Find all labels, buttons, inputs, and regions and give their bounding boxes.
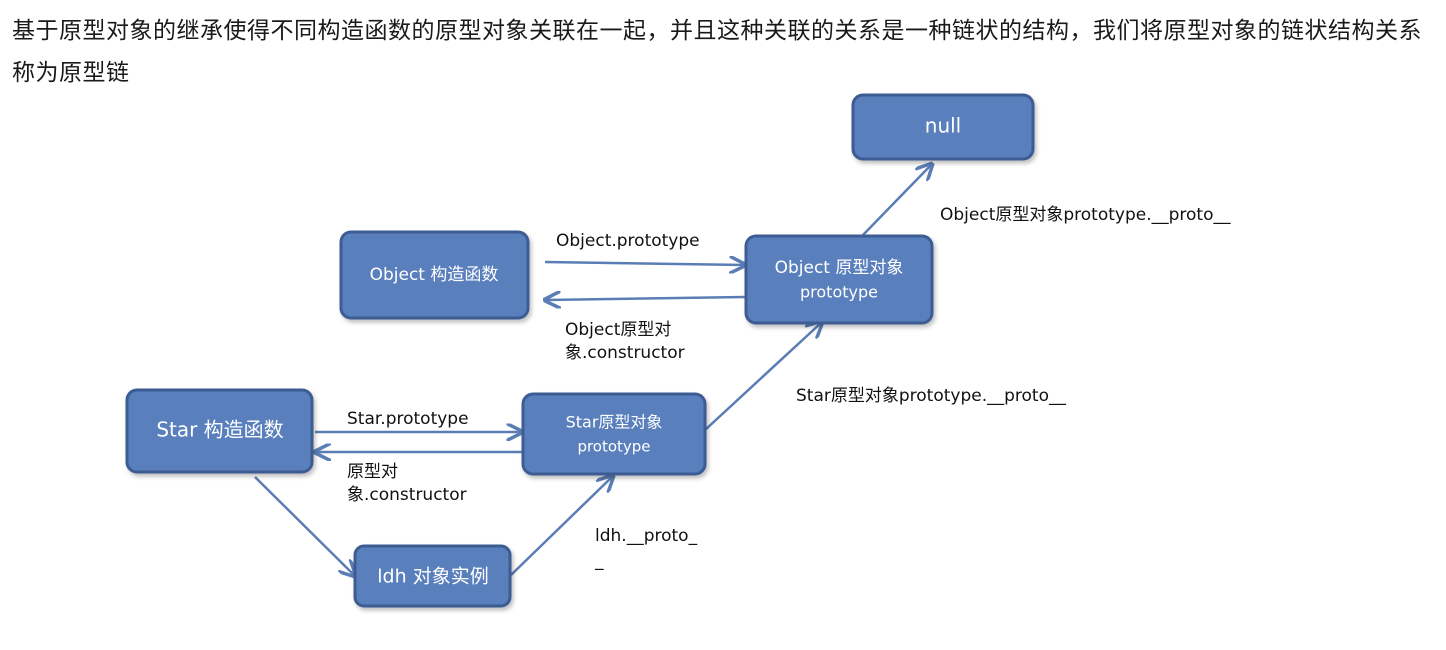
edge-ldh-to-star-proto <box>510 476 613 576</box>
node-ldh-instance: ldh 对象实例 <box>353 544 512 608</box>
edges <box>254 164 932 576</box>
node-star-prototype-sublabel: prototype <box>577 438 650 456</box>
node-star-constructor-label: Star 构造函数 <box>156 418 283 442</box>
label-object-proto-proto: Object原型对象prototype.__proto__ <box>940 205 1231 225</box>
label-ldh-proto-line1: ldh.__proto_ <box>595 526 698 546</box>
label-ldh-proto-line2: _ <box>594 551 604 571</box>
node-object-prototype-sublabel: prototype <box>800 283 878 302</box>
edge-labels: Object原型对象prototype.__proto__ Object.pro… <box>347 205 1231 571</box>
label-object-constructor-line1: Object原型对 <box>565 320 671 340</box>
node-star-prototype-label: Star原型对象 <box>566 413 663 432</box>
label-star-prototype: Star.prototype <box>347 409 469 429</box>
node-star-constructor: Star 构造函数 <box>125 388 314 474</box>
edge-object-ctor-to-proto <box>544 262 745 265</box>
node-null: null <box>851 93 1035 161</box>
node-object-constructor: Object 构造函数 <box>339 230 530 320</box>
label-star-constructor-line1: 原型对 <box>347 462 398 482</box>
edge-star-ctor-to-ldh <box>254 476 355 576</box>
label-star-constructor-line2: 象.constructor <box>347 485 467 505</box>
node-null-label: null <box>925 114 961 138</box>
edge-star-proto-to-object-proto <box>704 322 822 431</box>
edge-object-proto-to-null <box>861 164 932 237</box>
node-object-prototype: Object 原型对象 prototype <box>744 234 934 325</box>
node-ldh-instance-label: ldh 对象实例 <box>377 566 488 588</box>
node-object-constructor-label: Object 构造函数 <box>370 265 499 285</box>
label-object-constructor-line2: 象.constructor <box>565 343 685 363</box>
label-object-prototype: Object.prototype <box>556 231 700 251</box>
edge-object-proto-to-ctor <box>545 297 746 300</box>
intro-paragraph: 基于原型对象的继承使得不同构造函数的原型对象关联在一起，并且这种关联的关系是一种… <box>12 18 1422 86</box>
node-object-prototype-label: Object 原型对象 <box>775 258 904 278</box>
label-star-proto-proto: Star原型对象prototype.__proto__ <box>796 386 1066 406</box>
node-star-prototype: Star原型对象 prototype <box>521 392 707 476</box>
